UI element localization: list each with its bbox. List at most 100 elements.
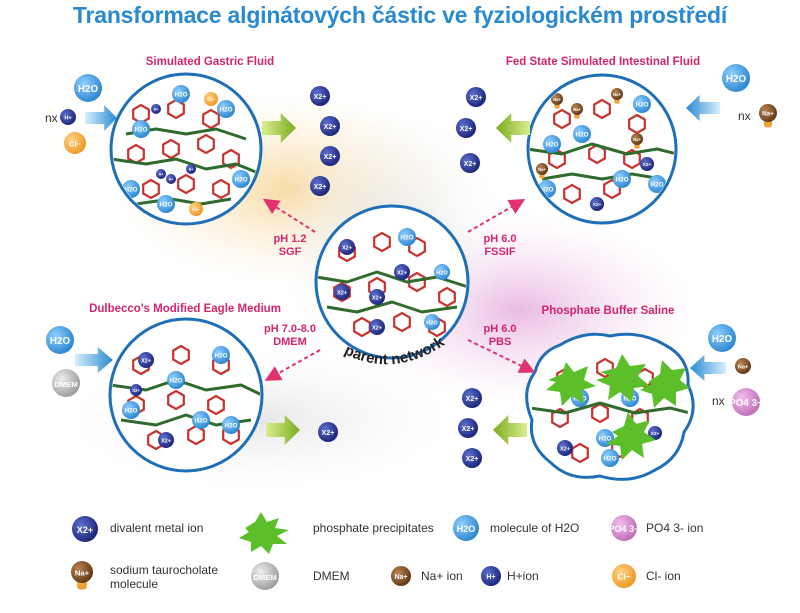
condition-arrows (262, 198, 536, 381)
svg-text:H2O: H2O (546, 142, 559, 149)
x2-icon: X2+ (369, 289, 385, 305)
svg-text:X2+: X2+ (560, 446, 571, 452)
svg-text:X2+: X2+ (643, 162, 652, 168)
pbs-nx-label: nx (712, 394, 725, 408)
x2-icon: X2+ (640, 157, 654, 171)
svg-text:H2O: H2O (220, 107, 233, 114)
svg-text:H2O: H2O (135, 127, 148, 134)
svg-text:Na+: Na+ (75, 568, 90, 577)
h2o-icon: H2O (222, 416, 240, 434)
dmem-water-input-icon: H2O (46, 326, 74, 354)
svg-text:X2+: X2+ (372, 295, 383, 301)
sgf-nx-label: nx (45, 111, 58, 125)
svg-text:H+: H+ (169, 178, 174, 182)
svg-text:H2O: H2O (712, 334, 733, 345)
sgf-input-arrow-icon (85, 105, 117, 131)
svg-text:X2+: X2+ (314, 94, 327, 101)
pbs-x2-output-icon: X2+ (458, 418, 478, 438)
panel-title-pbs: Phosphate Buffer Saline (542, 305, 675, 317)
sgf-x2-output-icon: X2+ (320, 146, 340, 166)
x2-icon: X2+ (158, 432, 174, 448)
sgf-output-arrow-icon (262, 113, 296, 143)
legend-taurocholate-icon: Na+ (71, 561, 93, 590)
legend-precipitate-icon (239, 512, 289, 554)
svg-text:Na+: Na+ (762, 111, 774, 118)
svg-text:X2+: X2+ (132, 388, 140, 393)
h-icon: H+ (151, 104, 161, 114)
svg-text:H2O: H2O (651, 182, 664, 189)
svg-text:Cl−: Cl− (207, 97, 215, 103)
svg-text:Na+: Na+ (738, 364, 749, 370)
svg-text:H2O: H2O (225, 423, 238, 430)
x2-icon: X2+ (130, 384, 142, 396)
legend-divalent-label: divalent metal ion (110, 521, 203, 535)
sgf-cl-input-icon: Cl− (64, 132, 86, 154)
fssif-input-arrow-icon (686, 95, 720, 121)
legend-cl-label: Cl- ion (646, 569, 681, 583)
h2o-icon: H2O (122, 401, 140, 419)
condition-fssif-ph: pH 6.0 (483, 233, 516, 245)
svg-text:H2O: H2O (576, 132, 589, 139)
fssif-x2-output-icon: X2+ (460, 153, 480, 173)
taurocholate-icon: Na+ (571, 103, 583, 119)
pbs-output-arrow-icon (493, 415, 527, 445)
legend-cl-icon: Cl− (612, 564, 636, 588)
x2-icon: X2+ (339, 239, 355, 255)
svg-text:H2O: H2O (604, 456, 617, 463)
taurocholate-icon: Na+ (536, 163, 548, 179)
legend-po4-icon: PO4 3− (608, 515, 640, 541)
svg-text:H2O: H2O (726, 74, 747, 85)
sgf-x2-output-icon: X2+ (320, 116, 340, 136)
x2-icon: X2+ (590, 197, 604, 211)
legend-phosphate-label: phosphate precipitates (313, 521, 434, 535)
pbs-input-arrow-icon (690, 355, 726, 381)
taurocholate-icon: Na+ (631, 133, 643, 149)
h2o-icon: H2O (232, 170, 250, 188)
svg-text:X2+: X2+ (322, 430, 335, 437)
h2o-icon: H2O (212, 346, 230, 364)
sgf-water-input-icon: H2O (74, 74, 102, 102)
condition-fssif-name: FSSIF (484, 246, 515, 258)
legend-h-icon: H+ (481, 566, 501, 586)
svg-text:H2O: H2O (160, 202, 173, 209)
svg-text:Cl−: Cl− (69, 139, 82, 148)
svg-text:X2+: X2+ (466, 456, 479, 463)
h2o-icon: H2O (398, 228, 416, 246)
svg-text:X2+: X2+ (462, 426, 475, 433)
pbs-x2-output-icon: X2+ (462, 448, 482, 468)
svg-text:PO4 3−: PO4 3− (729, 398, 763, 409)
svg-text:X2+: X2+ (342, 245, 353, 251)
condition-pbs-ph: pH 6.0 (483, 323, 516, 335)
h-icon: H+ (166, 174, 176, 184)
condition-sgf-name: SGF (279, 246, 302, 258)
svg-text:H2O: H2O (125, 187, 138, 194)
h2o-icon: H2O (132, 120, 150, 138)
taurocholate-icon: Na+ (551, 93, 563, 109)
svg-text:X2+: X2+ (470, 95, 483, 102)
panel-title-dmem: Dulbecco's Modified Eagle Medium (89, 303, 281, 315)
fssif-taurocholate-input-icon: Na+ (759, 104, 777, 128)
svg-text:H2O: H2O (235, 177, 248, 184)
dmem-input-icon: DMEM (52, 369, 80, 397)
svg-text:H2O: H2O (541, 187, 554, 194)
svg-text:H2O: H2O (175, 92, 188, 99)
legend-taurocholate-label-1: sodium taurocholate (110, 563, 218, 577)
condition-pbs-name: PBS (489, 336, 512, 348)
svg-text:DMEM: DMEM (253, 573, 277, 582)
fssif-water-input-icon: H2O (722, 64, 750, 92)
svg-text:Na+: Na+ (613, 92, 621, 97)
svg-text:H2O: H2O (616, 177, 629, 184)
svg-text:H2O: H2O (426, 320, 438, 326)
svg-text:X2+: X2+ (324, 124, 337, 131)
x2-icon: X2+ (334, 284, 350, 300)
page-title: Transformace alginátových částic ve fyzi… (72, 2, 728, 28)
svg-text:X2+: X2+ (651, 431, 660, 437)
legend-divalent-icon: X2+ (72, 516, 98, 542)
legend-dmem-icon: DMEM (251, 562, 279, 590)
h2o-icon: H2O (543, 135, 561, 153)
legend-na-label: Na+ ion (421, 569, 463, 583)
